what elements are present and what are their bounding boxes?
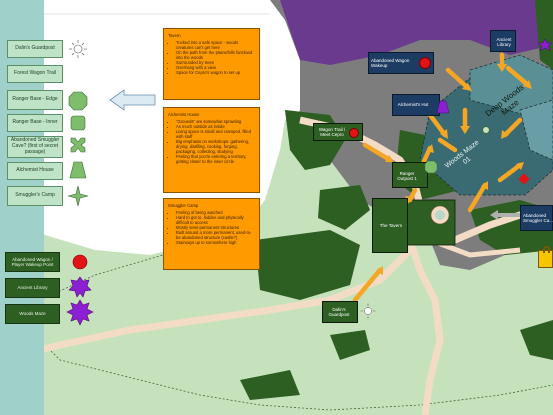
legend-ranger-base-edge: Ranger Base - Edge xyxy=(7,90,63,110)
note-bullet: As much outside as inside xyxy=(176,124,255,129)
forest-block xyxy=(240,370,300,400)
maze-marker-icon xyxy=(482,126,490,134)
note-title: Smuggler Camp xyxy=(168,203,199,208)
note-bullet: Living space is small and cramped, fille… xyxy=(176,129,255,139)
note-bullet: Big emphasis on workshops: gathering, dr… xyxy=(176,139,255,154)
deep-woods-maze-region xyxy=(469,54,553,116)
node-label: Dalin's Guardpost xyxy=(328,307,350,318)
note-title: Alchemist House xyxy=(168,112,200,117)
node-label: Ancient Library xyxy=(496,37,512,48)
legend-label: Ranger Base - Edge xyxy=(12,96,58,103)
legend-label: Woods Maze xyxy=(19,311,46,317)
wagon-trail-node: Wagon Trail / Meet Cepro xyxy=(313,123,363,141)
legend-label: Ranger Base - Inner xyxy=(12,119,58,126)
abandoned-wagon-node: Abandoned Wagon Wakeup xyxy=(368,52,434,74)
forest-block xyxy=(318,185,370,230)
purple-region xyxy=(280,0,553,65)
legend-label: Ancient Library xyxy=(17,285,48,291)
library-star-icon xyxy=(537,38,553,52)
legend-dark-symbols xyxy=(66,254,94,326)
note-bullet: Hard to get to, hidden and physically di… xyxy=(176,215,255,225)
note-bullet: Overhang with a view xyxy=(176,65,255,70)
note-tavern: Tavern Tucked into a safe space - woods … xyxy=(163,28,260,100)
note-alchemist: Alchemist House "Grounds" are somewhat s… xyxy=(163,107,260,193)
dalins-guardpost-node: Dalin's Guardpost xyxy=(322,301,358,323)
legend-ancient-library: Ancient Library xyxy=(5,278,60,298)
note-bullet: On the path from the plains/hills farmla… xyxy=(176,50,255,60)
legend-label: Abandoned Wagon / Player Wakeup Point xyxy=(11,256,54,267)
cross-icon xyxy=(70,137,86,153)
alchemists-hut-node: Alchemist's Hut xyxy=(392,94,440,116)
forest-block xyxy=(330,330,370,360)
node-label: Ranger Outpost 1 xyxy=(397,171,417,182)
trapezoid-icon xyxy=(69,161,87,179)
red-circle-icon xyxy=(349,128,359,138)
note-bullet: Surrounded by trees xyxy=(176,60,255,65)
legend-dalins-guardpost: Dalin's Guardpost xyxy=(7,40,63,58)
note-bullet: "Grounds" are somewhat sprawling xyxy=(176,119,255,124)
octagon-icon xyxy=(68,91,88,111)
legend-label: Alchemist House xyxy=(16,167,54,174)
purple-star-icon xyxy=(68,276,92,298)
note-bullet: Mostly semi-permanent structures xyxy=(176,225,255,230)
tavern-node: The Tavern xyxy=(372,198,408,253)
legend-abandoned-wagon: Abandoned Wagon / Player Wakeup Point xyxy=(5,252,60,272)
forest-block xyxy=(520,320,553,360)
node-label: Abandoned Smuggler Ca... xyxy=(523,213,553,224)
ancient-library-node: Ancient Library xyxy=(490,30,516,52)
light-blue-arrow xyxy=(109,89,156,111)
legend-forest-wagon-trail: Forest Wagon Trail xyxy=(7,65,63,83)
octagon-icon xyxy=(424,160,438,174)
node-label: The Tavern xyxy=(379,223,403,228)
note-smuggler: Smuggler Camp Feeling of being watched H… xyxy=(163,198,260,270)
ranger-outpost-node: Ranger Outpost 1 xyxy=(392,162,428,188)
note-title: Tavern xyxy=(168,33,181,38)
sun-icon xyxy=(360,303,376,319)
note-bullet: Feeling that you're entering a territory… xyxy=(176,154,255,164)
red-circle-icon xyxy=(419,57,431,69)
red-circle-icon xyxy=(72,254,88,270)
abandoned-smuggler-cave-node: Abandoned Smuggler Ca... xyxy=(520,205,553,231)
star-icon xyxy=(67,185,89,207)
purple-burst-icon xyxy=(66,299,94,326)
note-bullet: Built around a more permanent, used-to-b… xyxy=(176,230,255,240)
legend-panel xyxy=(0,0,44,415)
legend-symbols xyxy=(67,40,89,207)
legend-ranger-base-inner: Ranger Base - Inner xyxy=(7,114,63,132)
note-bullet: Stairways up to somewhere high xyxy=(176,240,255,245)
lock-icon xyxy=(538,246,553,268)
sun-icon xyxy=(69,40,87,58)
node-label: Abandoned Wagon Wakeup xyxy=(371,58,410,69)
forest-block xyxy=(255,230,360,300)
legend-abandoned-smuggler-cave: Abandoned Smuggler Cave? (first of secre… xyxy=(7,136,63,158)
legend-label: Dalin's Guardpost xyxy=(15,45,55,52)
legend-alchemist-house: Alchemist House xyxy=(7,162,63,180)
node-label: Alchemist's Hut xyxy=(397,102,429,107)
rounded-square-icon xyxy=(70,115,86,131)
note-bullet: Space for Cepro's wagon to set up xyxy=(176,70,255,75)
legend-label: Abandoned Smuggler Cave? (first of secre… xyxy=(10,137,60,155)
tavern-area xyxy=(404,199,456,246)
node-label: Wagon Trail / Meet Cepro xyxy=(318,127,346,138)
legend-label: Smuggler's Camp xyxy=(15,192,55,199)
legend-label: Forest Wagon Trail xyxy=(13,70,57,77)
trapezoid-icon xyxy=(436,100,450,114)
note-bullet: Feeling of being watched xyxy=(176,210,255,215)
note-bullet: Tucked into a safe space - woods creatur… xyxy=(176,40,255,50)
legend-woods-maze: Woods Maze xyxy=(5,304,60,324)
legend-smugglers-camp: Smuggler's Camp xyxy=(7,186,63,206)
